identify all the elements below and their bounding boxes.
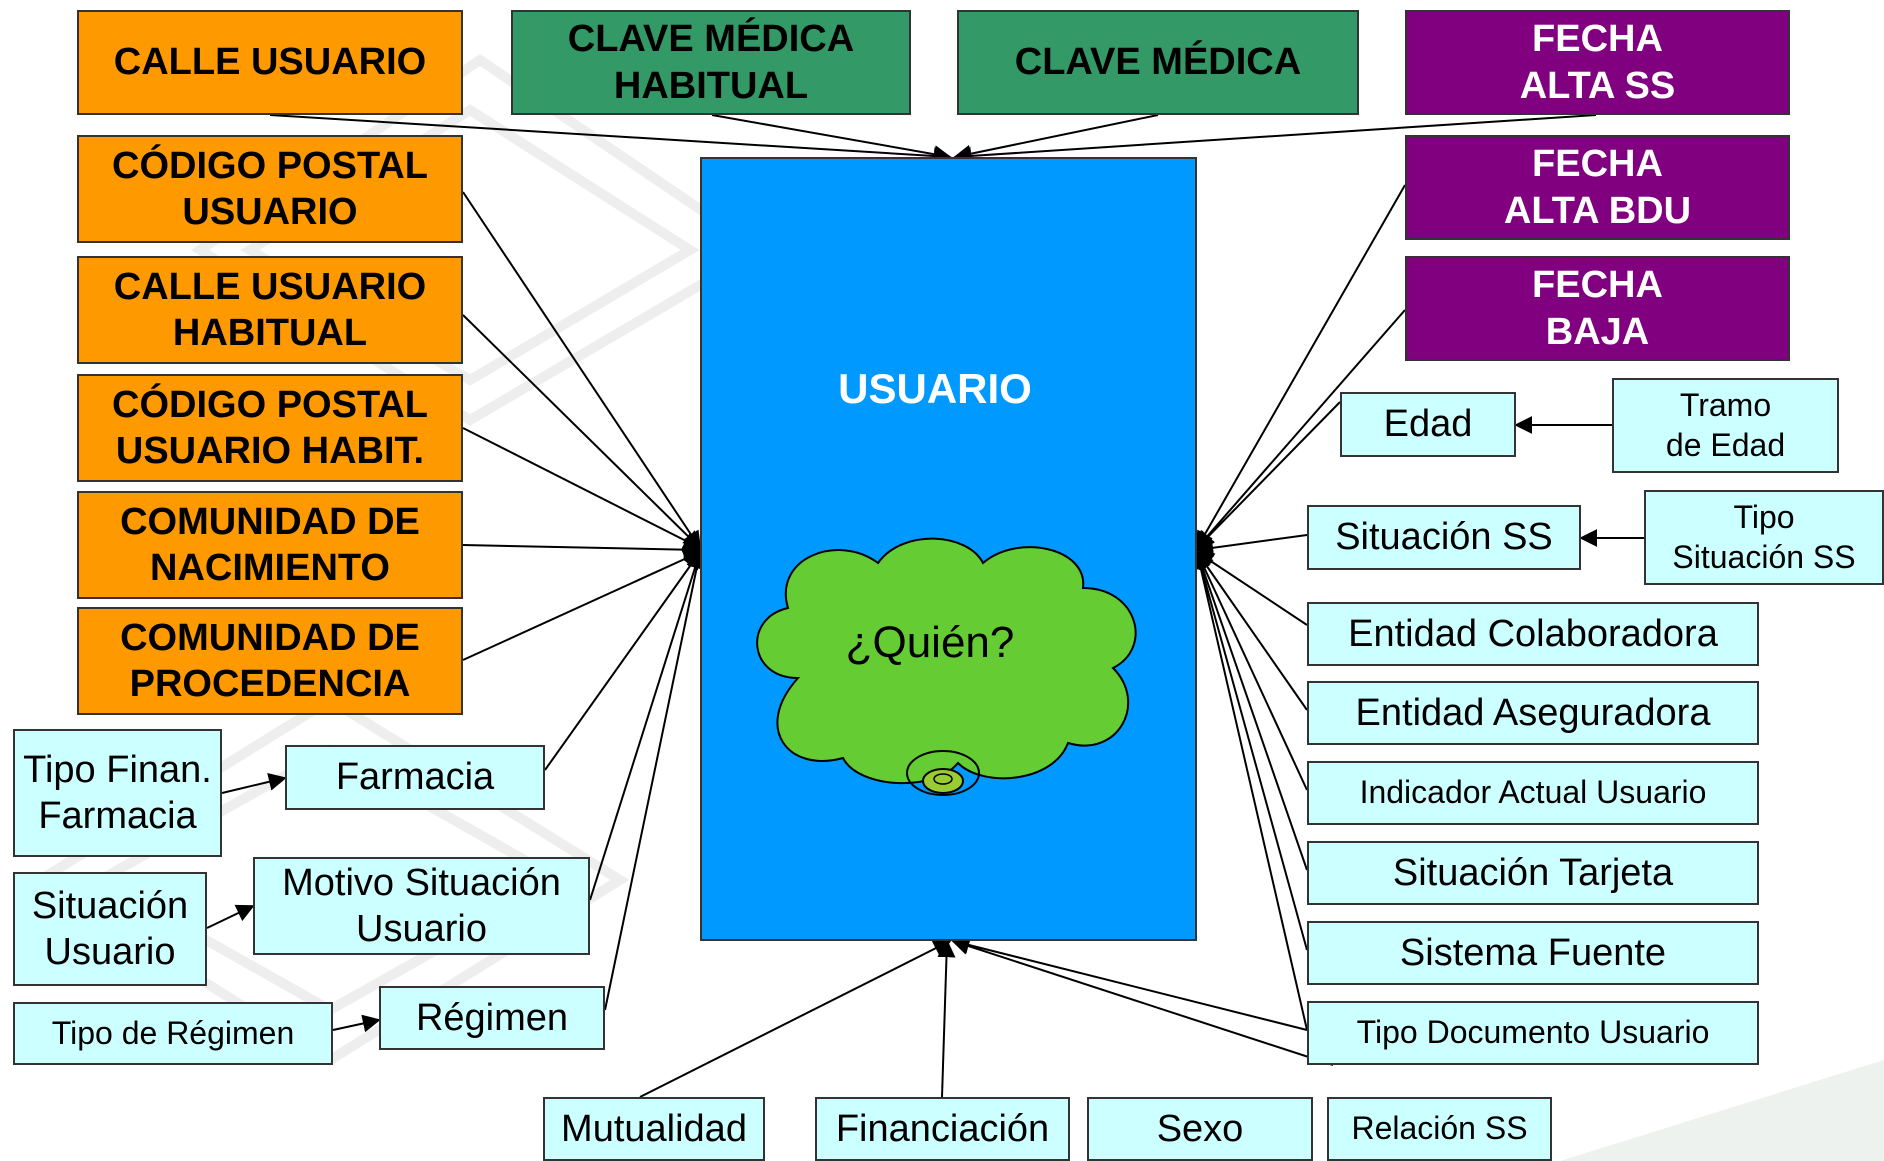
box-fecha-alta-bdu: FECHA ALTA BDU: [1405, 135, 1790, 240]
box-sistema-fuente: Sistema Fuente: [1307, 921, 1759, 985]
box-tipo-de-regimen: Tipo de Régimen: [13, 1002, 333, 1065]
box-financiacion: Financiación: [815, 1097, 1070, 1161]
box-situacion-tarjeta: Situación Tarjeta: [1307, 841, 1759, 905]
box-situacion-ss: Situación SS: [1307, 505, 1581, 570]
box-codigo-postal-usuario: CÓDIGO POSTAL USUARIO: [77, 135, 463, 243]
box-tramo-de-edad: Tramo de Edad: [1612, 378, 1839, 473]
box-entidad-colaboradora: Entidad Colaboradora: [1307, 602, 1759, 666]
box-situacion-usuario: Situación Usuario: [13, 872, 207, 986]
box-relacion-ss: Relación SS: [1327, 1097, 1552, 1161]
box-mutualidad: Mutualidad: [543, 1097, 765, 1161]
box-sexo: Sexo: [1087, 1097, 1313, 1161]
box-fecha-alta-ss: FECHA ALTA SS: [1405, 10, 1790, 115]
box-comunidad-nacimiento: COMUNIDAD DE NACIMIENTO: [77, 491, 463, 599]
box-farmacia: Farmacia: [285, 745, 545, 810]
box-tipo-situacion-ss: Tipo Situación SS: [1644, 490, 1884, 585]
cloud-text: ¿Quién?: [845, 618, 1015, 667]
box-clave-medica: CLAVE MÉDICA: [957, 10, 1359, 115]
cloud-shape: [756, 537, 1137, 796]
usuario-entity-title: USUARIO: [838, 365, 1032, 412]
box-tipo-finan-farmacia: Tipo Finan. Farmacia: [13, 729, 222, 857]
box-entidad-aseguradora: Entidad Aseguradora: [1307, 681, 1759, 745]
box-codigo-postal-usuario-habit: CÓDIGO POSTAL USUARIO HABIT.: [77, 374, 463, 482]
box-regimen: Régimen: [379, 986, 605, 1050]
box-indicador-actual-usuario: Indicador Actual Usuario: [1307, 761, 1759, 825]
box-tipo-documento-usuario: Tipo Documento Usuario: [1307, 1001, 1759, 1065]
box-comunidad-procedencia: COMUNIDAD DE PROCEDENCIA: [77, 607, 463, 715]
box-calle-usuario: CALLE USUARIO: [77, 10, 463, 115]
box-edad: Edad: [1340, 392, 1516, 457]
box-clave-medica-habitual: CLAVE MÉDICA HABITUAL: [511, 10, 911, 115]
box-motivo-situacion-usuario: Motivo Situación Usuario: [253, 857, 590, 955]
box-calle-usuario-habitual: CALLE USUARIO HABITUAL: [77, 256, 463, 364]
box-fecha-baja: FECHA BAJA: [1405, 256, 1790, 361]
